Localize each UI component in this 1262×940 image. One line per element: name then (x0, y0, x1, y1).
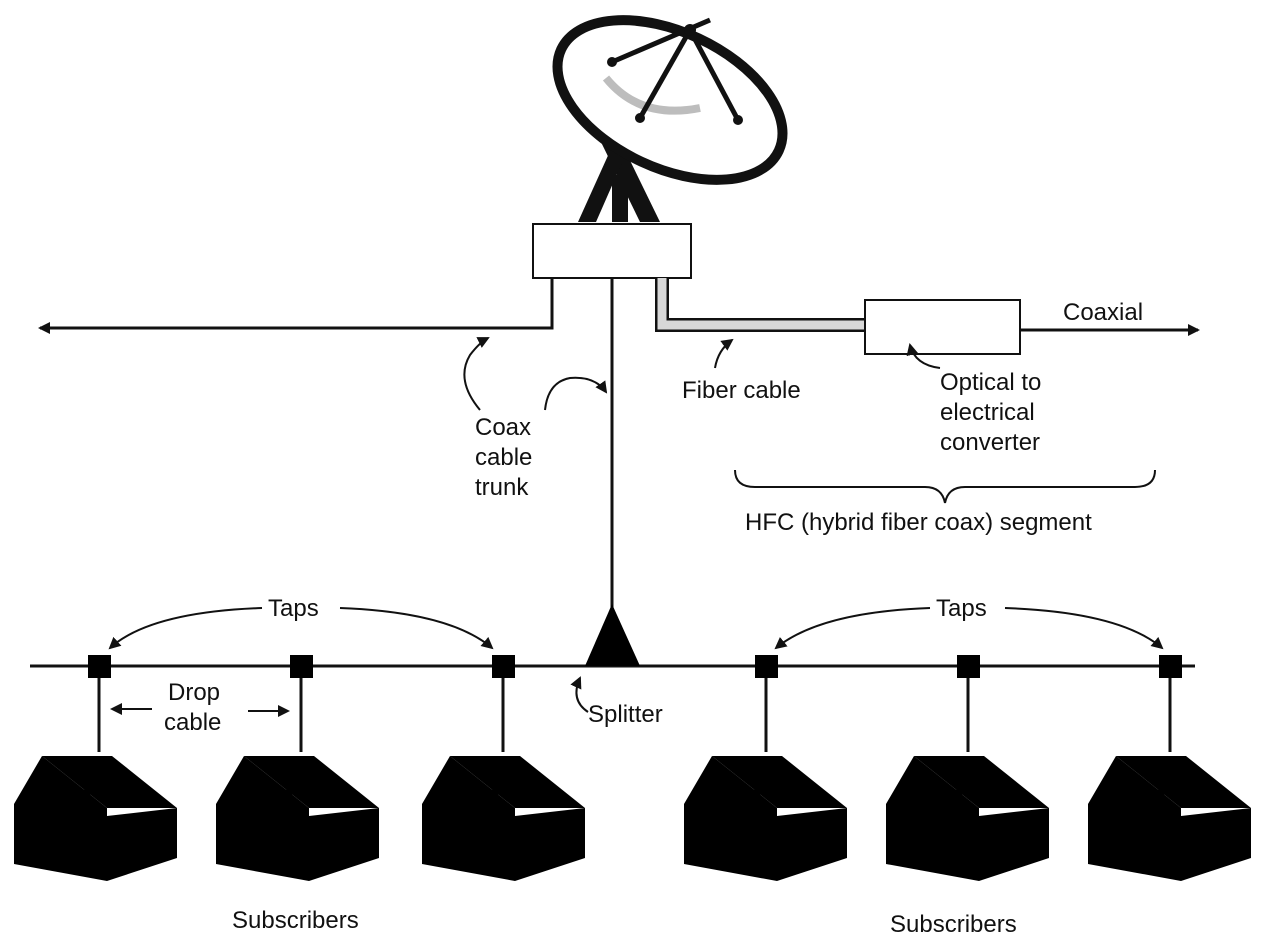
taps-right-label: Taps (936, 595, 987, 622)
fiber-cable-label: Fiber cable (682, 377, 801, 404)
square-tap-icon (755, 655, 778, 678)
house-icon (886, 756, 1049, 881)
converter-label-1: Optical to (940, 369, 1041, 396)
square-tap-icon (290, 655, 313, 678)
taps-left-label: Taps (268, 595, 319, 622)
triangle-splitter-icon (585, 604, 640, 666)
splitter-label: Splitter (588, 701, 663, 728)
hfc-segment-label: HFC (hybrid fiber coax) segment (745, 509, 1092, 536)
coaxial-label: Coaxial (1063, 299, 1143, 326)
house-icon (422, 756, 585, 881)
converter-label-2: electrical (940, 399, 1035, 426)
taps-right-arrow-a (774, 607, 931, 650)
house-icon (1088, 756, 1251, 881)
subscribers-right-label: Subscribers (890, 911, 1017, 938)
taps-left-arrow-b (339, 607, 494, 650)
taps-right-arrow-b (1004, 607, 1164, 650)
fiber-pointer (714, 338, 734, 369)
converter-pointer (906, 343, 941, 369)
fiber-cable (655, 278, 866, 332)
subscribers-left-label: Subscribers (232, 907, 359, 934)
satellite-dish-icon (552, 15, 788, 222)
coax-trunk-left (38, 278, 554, 334)
coax-trunk-label-3: trunk (475, 474, 529, 501)
coax-trunk-pointer-2 (544, 376, 608, 411)
house-icon (14, 756, 177, 881)
splitter-pointer (570, 676, 589, 713)
headend-box (532, 223, 692, 279)
square-tap-icon (492, 655, 515, 678)
drop-cable-label-1: Drop (168, 679, 220, 706)
square-tap-icon (1159, 655, 1182, 678)
coax-trunk-pointer (463, 337, 490, 411)
square-tap-icon (957, 655, 980, 678)
converter-label-3: converter (940, 429, 1040, 456)
optical-electrical-converter (864, 299, 1021, 355)
hfc-brace (734, 469, 1156, 504)
house-icon (684, 756, 847, 881)
drop-cable-label-2: cable (164, 709, 221, 736)
taps-left-arrow-a (108, 607, 263, 650)
square-tap-icon (88, 655, 111, 678)
coax-trunk-label-2: cable (475, 444, 532, 471)
coax-trunk-label-1: Coax (475, 414, 531, 441)
house-icon (216, 756, 379, 881)
